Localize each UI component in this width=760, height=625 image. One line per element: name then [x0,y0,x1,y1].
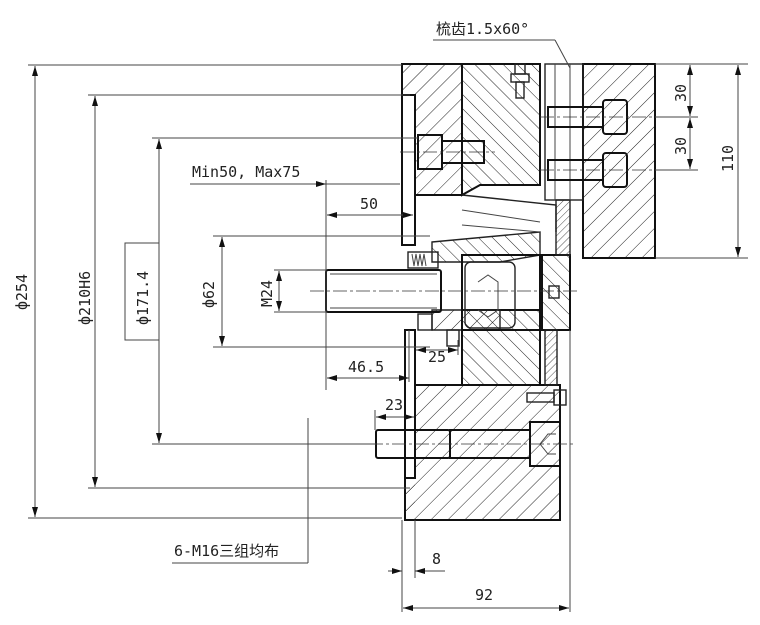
comb-tooth-label: 梳齿1.5x60° [436,20,529,38]
comb-tooth-note: 梳齿1.5x60° [433,20,571,69]
dim-min-max: Min50, Max75 [190,163,400,187]
dim-8-label: 8 [432,550,441,568]
dim-phi254: ф254 [13,64,402,519]
dim-25-label: 25 [428,348,446,366]
phi210-label: ф210H6 [76,271,94,325]
main-body [401,63,656,521]
dim-phi171: ф171.4 [124,137,418,445]
spring-plungers [407,251,560,347]
min-max-label: Min50, Max75 [192,163,300,181]
phi62-label: ф62 [200,281,218,308]
bolt-spec-label: 6-M16三组均布 [174,542,279,560]
dim-m24: M24 [258,269,326,313]
dim-46-5: 46.5 [327,330,410,382]
bolt-spec-note: 6-M16三组均布 [172,418,309,564]
dim-8: 8 [388,520,445,612]
dim-110-label: 110 [719,145,737,172]
dim-30-top-label: 30 [672,84,690,102]
dim-50-label: 50 [360,195,378,213]
dim-46-5-label: 46.5 [348,358,384,376]
m24-label: M24 [258,280,276,307]
bolt-top-left [400,134,495,170]
dim-30-top: 30 [655,63,748,118]
dim-23-label: 23 [385,396,403,414]
dim-50: 50 [325,180,413,390]
dim-25: 25 [416,340,459,366]
dim-92-label: 92 [475,586,493,604]
small-screw-right [526,389,567,406]
dim-110: 110 [655,65,748,259]
grease-nipple [510,63,530,99]
dim-30-bottom: 30 [655,118,698,171]
dim-phi210: ф210H6 [76,94,410,489]
bolt-jaw-upper [540,99,665,135]
phi171-label: ф171.4 [134,271,152,325]
dim-23: 23 [374,396,414,430]
bolt-jaw-lower [540,152,665,188]
dim-92: 92 [403,330,571,612]
phi254-label: ф254 [13,274,31,310]
dim-30-bottom-label: 30 [672,137,690,155]
dim-phi62: ф62 [200,235,430,348]
